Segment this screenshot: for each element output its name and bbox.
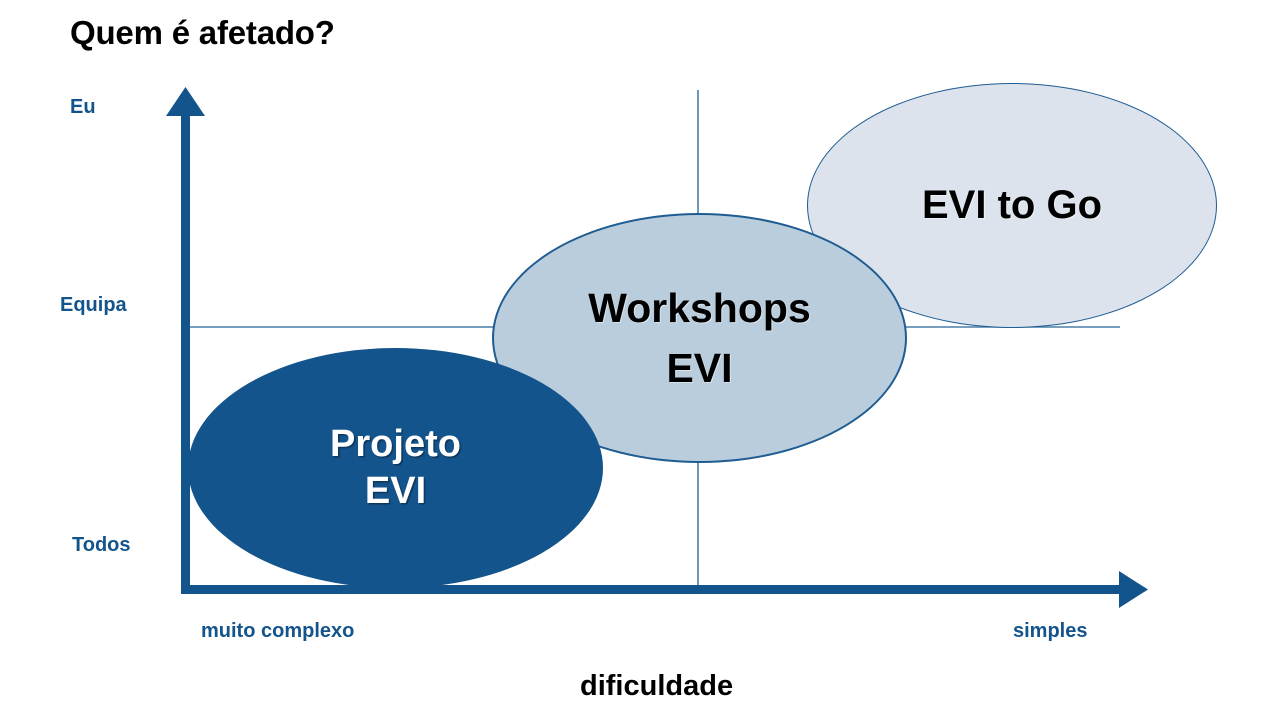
bubble-label-line: Projeto [330, 423, 461, 466]
x-axis-title: dificuldade [580, 670, 734, 702]
bubble-label-line: EVI [666, 345, 733, 391]
x-axis-tick-simples: simples [1013, 620, 1088, 642]
bubble-label-line: EVI [364, 470, 427, 512]
y-axis-tick-eu: Eu [70, 96, 96, 118]
page-title: Quem é afetado? [70, 14, 335, 51]
arrow-up-icon [166, 87, 205, 116]
arrow-right-icon [1119, 571, 1148, 608]
bubble-label-line: Workshops [588, 284, 811, 331]
bubble-label-line: EVI to Go [922, 182, 1102, 227]
x-axis-tick-muito-complexo: muito complexo [201, 620, 355, 642]
y-axis-tick-equipa: Equipa [60, 294, 127, 316]
y-axis-tick-todos: Todos [72, 534, 131, 556]
bubble-projeto-evi[interactable]: Projeto EVI [188, 348, 603, 588]
